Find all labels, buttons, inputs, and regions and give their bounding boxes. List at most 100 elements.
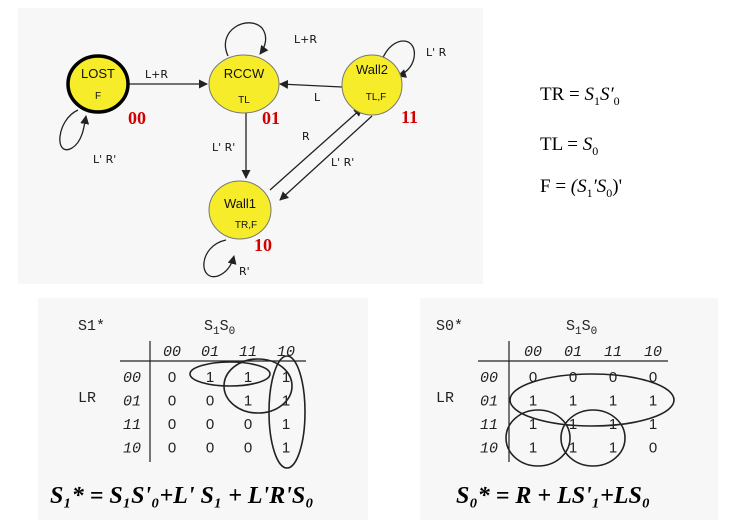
- edge-wall2-to-rccw: [279, 79, 343, 89]
- kmap_s1-cell: 1: [206, 369, 214, 386]
- kmap-s0-loop-left: [505, 409, 571, 467]
- label-lost-self: L' R': [93, 153, 116, 166]
- kmap-s1-loop-column: [268, 355, 306, 469]
- kmap_s0-row-header: 11: [480, 417, 498, 434]
- kmap_s0-cell: 1: [529, 440, 537, 457]
- label-rccw-self: L+R: [294, 33, 317, 46]
- equation-f: F = (S1′S0)': [540, 176, 622, 200]
- kmap_s1-cell: 1: [282, 440, 290, 457]
- kmap_s1-col-header: 00: [163, 344, 181, 361]
- state-wall1-code: 10: [254, 235, 272, 255]
- equation-tr: TR = S1S′0: [540, 84, 620, 108]
- kmap_s1-cell: 1: [282, 369, 290, 386]
- kmap_s0-cell: 1: [569, 440, 577, 457]
- kmap_s1-cell: 1: [282, 416, 290, 433]
- state-rccw-name: RCCW: [224, 66, 265, 81]
- kmap-s0-col-var: S1S0: [566, 318, 597, 338]
- kmap-s0-expression: S₀* = R + LS'₁+LS₀: [456, 483, 650, 509]
- kmap_s1-cell: 0: [244, 416, 252, 433]
- kmap_s1-row-header: 01: [123, 394, 141, 411]
- state-diagram: L+R L' R' L+R L' R' L L' R R L' R' R' LO…: [59, 22, 447, 278]
- kmap_s1-col-header: 11: [239, 344, 257, 361]
- kmap_s0-cell: 1: [609, 440, 617, 457]
- kmap_s0-cell: 1: [609, 393, 617, 410]
- equation-tl: TL = S0: [540, 134, 598, 158]
- kmap-s0-loop-row: [509, 373, 675, 427]
- kmap_s0-cell: 1: [649, 416, 657, 433]
- state-lost-name: LOST: [81, 66, 115, 81]
- label-wall1-to-wall2: R: [302, 130, 310, 143]
- state-wall1: Wall1 TR,F: [208, 180, 272, 240]
- kmap-s1-loop-square: [223, 358, 293, 414]
- kmap_s0-col-header: 11: [604, 344, 622, 361]
- label-wall2-self: L' R: [426, 46, 447, 59]
- kmap_s0-col-header: 01: [564, 344, 582, 361]
- kmap_s0-cell: 1: [529, 416, 537, 433]
- edge-rccw-self: [224, 22, 269, 57]
- state-lost: LOST F: [66, 54, 130, 114]
- kmap_s1-cell: 0: [206, 440, 214, 457]
- state-wall1-output: TR,F: [235, 220, 257, 231]
- kmap_s0-row-header: 10: [480, 441, 498, 458]
- kmap_s1-cell: 0: [168, 369, 176, 386]
- label-wall2-to-wall1: L' R': [331, 156, 354, 169]
- state-wall2-output: TL,F: [366, 92, 387, 103]
- kmap-s0-loop-middle: [560, 409, 626, 467]
- kmap_s0-cell: 1: [649, 393, 657, 410]
- label-wall1-self: R': [239, 265, 250, 278]
- kmap_s1-col-header: 01: [201, 344, 219, 361]
- kmap_s0-cell: 0: [569, 369, 577, 386]
- state-wall2-code: 11: [401, 107, 418, 127]
- label-rccw-to-wall1: L' R': [212, 141, 235, 154]
- kmap_s1-cell: 0: [168, 416, 176, 433]
- state-lost-code: 00: [128, 108, 146, 128]
- state-wall2: Wall2 TL,F: [341, 54, 403, 116]
- kmap_s0-cell: 1: [569, 416, 577, 433]
- kmap_s0-row-header: 01: [480, 394, 498, 411]
- state-diagram-panel: [18, 8, 483, 284]
- kmap-s1-row-var: LR: [78, 390, 96, 407]
- kmap_s1-row-header: 10: [123, 441, 141, 458]
- kmap_s0-row-header: 00: [480, 370, 498, 387]
- kmap_s1-cell: 0: [206, 393, 214, 410]
- kmap_s1-cell: 1: [244, 393, 252, 410]
- kmap-s1-panel: [38, 298, 368, 520]
- state-rccw-output: TL: [238, 95, 250, 106]
- kmap-s0-row-var: LR: [436, 390, 454, 407]
- kmap_s1-row-header: 11: [123, 417, 141, 434]
- kmap_s1-cell: 0: [168, 393, 176, 410]
- kmap_s1-cell: 0: [206, 416, 214, 433]
- state-wall1-name: Wall1: [224, 196, 256, 211]
- kmap_s0-cell: 1: [569, 393, 577, 410]
- edge-wall2-to-wall1: [279, 115, 373, 201]
- kmap_s0-cell: 1: [529, 393, 537, 410]
- label-wall2-to-rccw: L: [314, 91, 321, 104]
- kmap-s1-name: S1*: [78, 318, 105, 335]
- output-equations: TR = S1S′0 TL = S0 F = (S1′S0)': [540, 84, 622, 200]
- state-rccw-code: 01: [262, 108, 280, 128]
- kmap_s0-col-header: 00: [524, 344, 542, 361]
- kmap_s0-cell: 0: [649, 369, 657, 386]
- state-lost-output: F: [95, 91, 101, 102]
- label-lost-to-rccw: L+R: [145, 68, 168, 81]
- kmap_s1-row-header: 00: [123, 370, 141, 387]
- kmap_s0-col-header: 10: [644, 344, 662, 361]
- kmap_s1-cell: 0: [244, 440, 252, 457]
- kmap_s0-cell: 0: [529, 369, 537, 386]
- kmap_s0-cell: 0: [609, 369, 617, 386]
- edge-wall1-to-wall2: [269, 107, 363, 191]
- kmap-s0-name: S0*: [436, 318, 463, 335]
- edge-wall1-self: [203, 239, 237, 278]
- kmap-s1-loop-top: [189, 361, 271, 387]
- state-rccw: RCCW TL: [208, 54, 280, 114]
- kmap_s0-cell: 0: [649, 440, 657, 457]
- kmap-s1-col-var: S1S0: [204, 318, 235, 338]
- edge-lost-self: [59, 109, 90, 151]
- kmap-s1-expression: S₁* = S₁S'₀+L' S₁ + L'R'S₀: [50, 483, 314, 509]
- kmap_s1-cell: 1: [244, 369, 252, 386]
- kmap_s1-cell: 0: [168, 440, 176, 457]
